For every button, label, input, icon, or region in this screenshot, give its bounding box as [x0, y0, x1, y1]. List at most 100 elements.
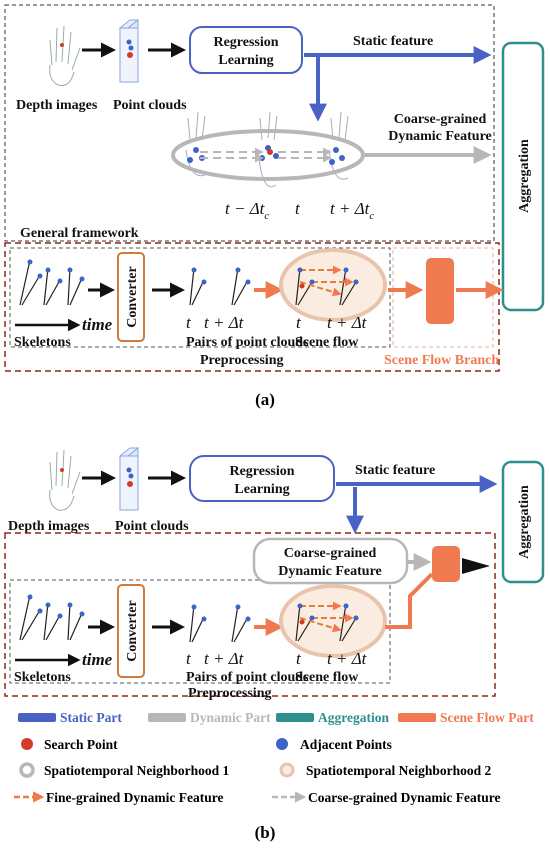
hand-depth-image-icon-b — [49, 449, 81, 511]
static-feature-label-b: Static feature — [355, 463, 435, 478]
general-framework-label: General framework — [20, 226, 139, 241]
legend: Static Part Dynamic Part Aggregation Sce… — [14, 710, 534, 805]
pairs-points-a — [191, 267, 251, 285]
regression-label-1-b: Regression — [229, 464, 294, 479]
point-clouds-label: Point clouds — [113, 98, 187, 113]
scene-flow-label-b: Scene flow — [295, 670, 359, 685]
panel-a: Regression Learning Depth images Point c… — [4, 4, 545, 409]
time-t-plus: t + Δtc — [330, 199, 374, 222]
preprocessing-outer-frame-b — [4, 532, 496, 697]
aggregation-box-a — [501, 41, 545, 312]
legend-neighborhood-2-label: Spatiotemporal Neighborhood 2 — [306, 763, 492, 778]
scene-flow-block-b — [432, 546, 460, 582]
skeletons-icon-b — [19, 594, 83, 641]
scene-flow-points-a — [297, 267, 359, 285]
legend-scene-flow-swatch — [398, 713, 436, 722]
panel-b: Regression Learning Depth images Point c… — [4, 446, 545, 701]
pairs-t-plus-b: t + Δt — [204, 649, 245, 668]
general-framework-frame — [4, 4, 495, 242]
skeleton-points-a — [27, 259, 85, 284]
skeletons-icon-a — [19, 259, 83, 306]
hand-depth-image-icon — [49, 25, 81, 86]
flow-t-a: t — [296, 313, 302, 332]
converter-box-a — [117, 252, 145, 342]
legend-neighborhood-2-swatch — [279, 762, 295, 778]
scene-flow-label-a: Scene flow — [295, 335, 359, 350]
regression-label-1: Regression — [213, 35, 278, 50]
legend-scene-flow-label: Scene Flow Part — [440, 710, 534, 725]
time-t-minus: t − Δtc — [225, 199, 269, 222]
spatiotemporal-neighborhood-2-b — [279, 584, 387, 658]
legend-neighborhood-1-swatch — [19, 762, 35, 778]
converter-label-a: Converter — [125, 266, 140, 327]
regression-label-2-b: Learning — [234, 482, 289, 497]
scene-flow-points-b — [297, 603, 359, 621]
pairs-icon-b — [189, 604, 249, 643]
legend-search-point-swatch — [21, 738, 33, 750]
coarse-dashed-links — [200, 147, 332, 163]
time-label-b: time — [82, 650, 113, 669]
legend-static-swatch — [18, 713, 56, 722]
pairs-icon-a — [189, 267, 249, 306]
caption-b: (b) — [255, 823, 276, 842]
pairs-t-plus-a: t + Δt — [204, 313, 245, 332]
static-feature-label: Static feature — [353, 34, 433, 49]
flow-t-plus-a: t + Δt — [327, 313, 368, 332]
converter-box-b — [117, 584, 145, 678]
coarse-label-1-b: Coarse-grained — [284, 546, 377, 561]
legend-coarse-grained-label: Coarse-grained Dynamic Feature — [308, 790, 500, 805]
point-cloud-icon — [118, 18, 140, 84]
scene-flow-outer-frame-a — [4, 242, 500, 372]
point-cloud-icon-b — [118, 446, 140, 512]
legend-static-label: Static Part — [60, 710, 122, 725]
preprocessing-inner-frame-a — [9, 247, 391, 348]
skeleton-points-b — [27, 594, 85, 619]
time-t: t — [295, 199, 301, 218]
coarse-label-1: Coarse-grained — [394, 112, 487, 127]
spatiotemporal-neighborhood-1 — [171, 129, 365, 181]
legend-dynamic-swatch — [148, 713, 186, 722]
block-to-aggregation-arrow — [462, 558, 490, 574]
spatiotemporal-neighborhood-2-a — [279, 248, 387, 322]
pairs-label-a: Pairs of point clouds — [186, 335, 309, 350]
search-point-a — [267, 149, 273, 155]
search-point-flow-b — [299, 619, 305, 625]
legend-aggregation-swatch — [276, 713, 314, 722]
pairs-points-b — [191, 604, 251, 622]
scene-flow-skeleton-a — [295, 267, 357, 306]
coarse-label-2: Dynamic Feature — [388, 129, 492, 144]
pairs-t-a: t — [186, 313, 192, 332]
flow-t-plus-b: t + Δt — [327, 649, 368, 668]
coarse-label-2-b: Dynamic Feature — [278, 564, 382, 579]
flow-to-block-path — [385, 572, 434, 629]
legend-search-point-label: Search Point — [44, 737, 118, 752]
skeletons-label-b: Skeletons — [14, 670, 71, 685]
time-label-a: time — [82, 315, 113, 334]
caption-a: (a) — [255, 390, 275, 409]
aggregation-label-b: Aggregation — [517, 485, 532, 559]
converter-label-b: Converter — [125, 600, 140, 661]
preprocessing-inner-frame-b — [9, 579, 391, 684]
legend-aggregation-label: Aggregation — [318, 710, 389, 725]
pairs-label-b: Pairs of point clouds — [186, 670, 309, 685]
regression-label-2: Learning — [218, 53, 273, 68]
regression-learning-box — [189, 26, 303, 74]
flow-t-b: t — [296, 649, 302, 668]
legend-dynamic-label: Dynamic Part — [190, 710, 271, 725]
hand-sequence-icon — [185, 111, 349, 188]
scene-flow-branch-label: Scene Flow Branch — [384, 353, 499, 368]
legend-neighborhood-1-label: Spatiotemporal Neighborhood 1 — [44, 763, 230, 778]
adjacent-points-a — [187, 145, 345, 165]
skeletons-label-a: Skeletons — [14, 335, 71, 350]
point-clouds-label-b: Point clouds — [115, 519, 189, 534]
legend-fine-grained-label: Fine-grained Dynamic Feature — [46, 790, 223, 805]
regression-learning-box-b — [189, 455, 335, 502]
fine-grained-arrows-b — [299, 601, 354, 633]
preprocessing-label-b: Preprocessing — [188, 686, 271, 701]
pairs-t-b: t — [186, 649, 192, 668]
depth-images-label-b: Depth images — [8, 519, 90, 534]
legend-adjacent-label: Adjacent Points — [300, 737, 392, 752]
legend-adjacent-swatch — [276, 738, 288, 750]
